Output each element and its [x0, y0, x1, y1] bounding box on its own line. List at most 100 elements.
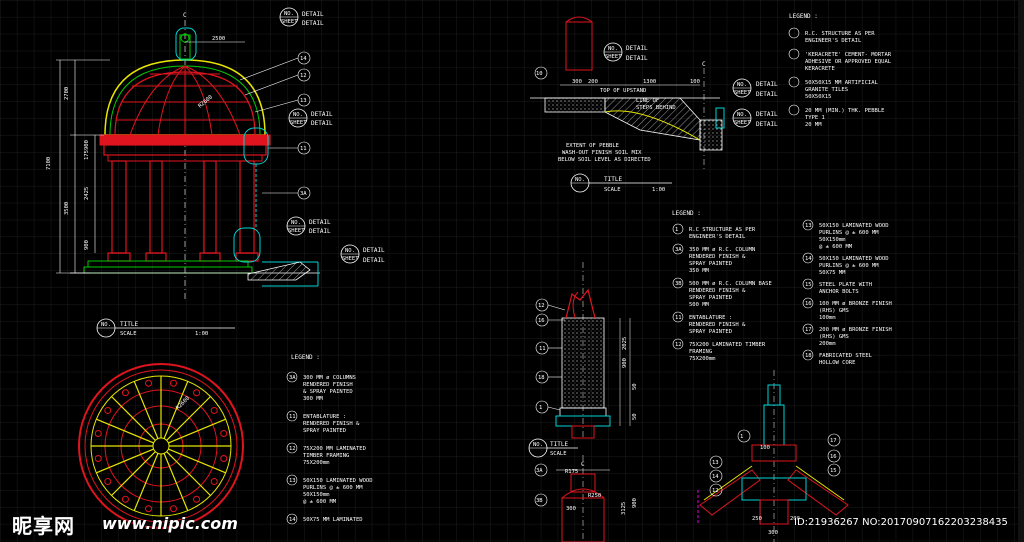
detail-tag-mid[interactable]: NO. SHEET DETAIL DETAIL [288, 108, 333, 128]
dim-900b: 900 [84, 240, 90, 250]
watermark-brand: 昵享网 [12, 514, 75, 538]
legend-tag: 16 [805, 301, 812, 307]
legend-line: 75X200 MM LAMINATED [303, 446, 366, 452]
svg-text:200: 200 [588, 79, 598, 85]
legend-line: FABRICATED STEEL [819, 353, 873, 359]
legend-tag: 18 [805, 353, 812, 359]
legend-line: & SPRAY PAINTED [303, 389, 353, 395]
svg-text:EXTENT OF PEBBLE: EXTENT OF PEBBLE [566, 143, 619, 149]
plan-spoke [96, 448, 154, 474]
legend-tag: 11 [675, 315, 682, 321]
svg-text:DETAIL: DETAIL [311, 111, 333, 118]
detail-tag-step-right2[interactable]: NO. SHEET DETAIL DETAIL [732, 108, 778, 128]
svg-text:DETAIL: DETAIL [309, 228, 331, 235]
svg-text:13: 13 [712, 460, 719, 466]
watermark-url: www.nipic.com [102, 514, 238, 533]
svg-text:300: 300 [768, 530, 778, 536]
tag-12: 12 [300, 73, 307, 79]
svg-text:SCALE: SCALE [120, 331, 137, 337]
plan-column [104, 478, 112, 486]
svg-text:NO.: NO. [291, 220, 301, 226]
legend-tag: 3A [289, 375, 296, 381]
svg-text:12: 12 [712, 488, 719, 494]
svg-text:SHEET: SHEET [281, 19, 298, 25]
gazebo-plan[interactable]: R2600 [78, 363, 244, 529]
svg-text:200: 200 [790, 516, 800, 522]
svg-text:2025: 2025 [622, 337, 628, 350]
svg-text:DETAIL: DETAIL [309, 219, 331, 226]
svg-text:DETAIL: DETAIL [302, 20, 324, 27]
scrollbar[interactable] [1018, 0, 1024, 542]
plan-column [145, 505, 153, 513]
svg-text:DETAIL: DETAIL [363, 257, 385, 264]
plan-spoke [168, 418, 226, 444]
plan-spoke [166, 396, 211, 441]
legend-line: (RHS) GMS [819, 308, 849, 314]
plan-spoke [163, 453, 189, 511]
legend-tag: 14 [805, 256, 812, 262]
svg-text:DETAIL: DETAIL [311, 120, 333, 127]
svg-text:NO.: NO. [608, 46, 618, 52]
detail-tag-step-right[interactable]: NO. SHEET DETAIL DETAIL [732, 78, 778, 98]
dim-top-width: 2500 [212, 36, 225, 42]
svg-text:TITLE: TITLE [550, 441, 568, 448]
svg-text:SHEET: SHEET [288, 228, 305, 234]
plan-column [220, 454, 228, 462]
legend-line: 'KERACRETE' CEMENT- MORTAR [805, 52, 892, 58]
step-section[interactable]: C 300 200 1300 100 TOP OF UPSTAND LINE O… [530, 16, 778, 193]
legend-tag: 1 [675, 227, 678, 233]
legend-line: ENGINEER'S DETAIL [805, 38, 862, 44]
svg-text:DETAIL: DETAIL [756, 81, 778, 88]
legend-line: ADHESIVE OR APPROVED EQUAL [805, 59, 892, 65]
legend-line: 75X200mm [689, 356, 716, 362]
dim-dome-height: 2700 [64, 87, 70, 100]
svg-text:TITLE: TITLE [604, 176, 622, 183]
svg-text:DETAIL: DETAIL [756, 111, 778, 118]
legend-tag: 12 [289, 446, 296, 452]
plan-spoke [111, 396, 156, 441]
detail-tag-col[interactable]: NO. SHEET DETAIL DETAIL [286, 216, 331, 236]
svg-text:16: 16 [538, 318, 545, 324]
svg-text:3125: 3125 [621, 502, 627, 515]
column-base-section[interactable]: 3A 3B C R175 R250 300 3125 900 NO. TITLE… [528, 438, 638, 542]
dim-3500: 3500 [64, 202, 70, 215]
legend-line: PURLINS @ ± 600 MM [819, 230, 879, 236]
legend-line: @ ± 600 MM [819, 244, 853, 250]
plan-spoke [166, 451, 211, 496]
gazebo-elevation[interactable]: C [46, 7, 385, 338]
legend-line: 350 MM [689, 268, 710, 274]
svg-text:3B: 3B [536, 498, 543, 504]
plan-column [145, 379, 153, 387]
detail-tag-top[interactable]: NO. SHEET DETAIL DETAIL [279, 7, 324, 27]
crown-detail[interactable]: 17 16 15 13 14 12 1 100 300 250 200 [699, 370, 849, 542]
dim-900: 900 [84, 140, 90, 150]
svg-text:900: 900 [622, 358, 628, 368]
svg-text:1: 1 [740, 434, 743, 440]
detail-tag-base[interactable]: NO. SHEET DETAIL DETAIL [340, 244, 385, 264]
svg-text:STEPS BEHIND: STEPS BEHIND [636, 105, 676, 111]
svg-text:BELOW SOIL LEVEL AS DIRECTED: BELOW SOIL LEVEL AS DIRECTED [558, 157, 651, 163]
svg-text:900: 900 [632, 498, 638, 508]
legend-top: LEGEND : R.C. STRUCTURE AS PERENGINEER'S… [788, 13, 892, 128]
legend-line: 300 MM [303, 396, 324, 402]
detail-tag-step-top[interactable]: NO. SHEET DETAIL DETAIL [603, 42, 648, 62]
svg-text:300: 300 [566, 506, 576, 512]
legend-line: ENTABLATURE : [303, 414, 346, 420]
section-marker-c-right: C [702, 61, 706, 68]
entablature-section[interactable]: 2025 900 50 50 12 16 11 18 1 [535, 262, 638, 440]
svg-text:SCALE: SCALE [604, 187, 621, 193]
plan-column [94, 430, 102, 438]
svg-text:50: 50 [632, 413, 638, 420]
svg-text:DETAIL: DETAIL [756, 91, 778, 98]
plan-spoke [168, 448, 226, 474]
plan-spoke [133, 381, 159, 439]
legend-line: SPRAY PAINTED [689, 261, 732, 267]
